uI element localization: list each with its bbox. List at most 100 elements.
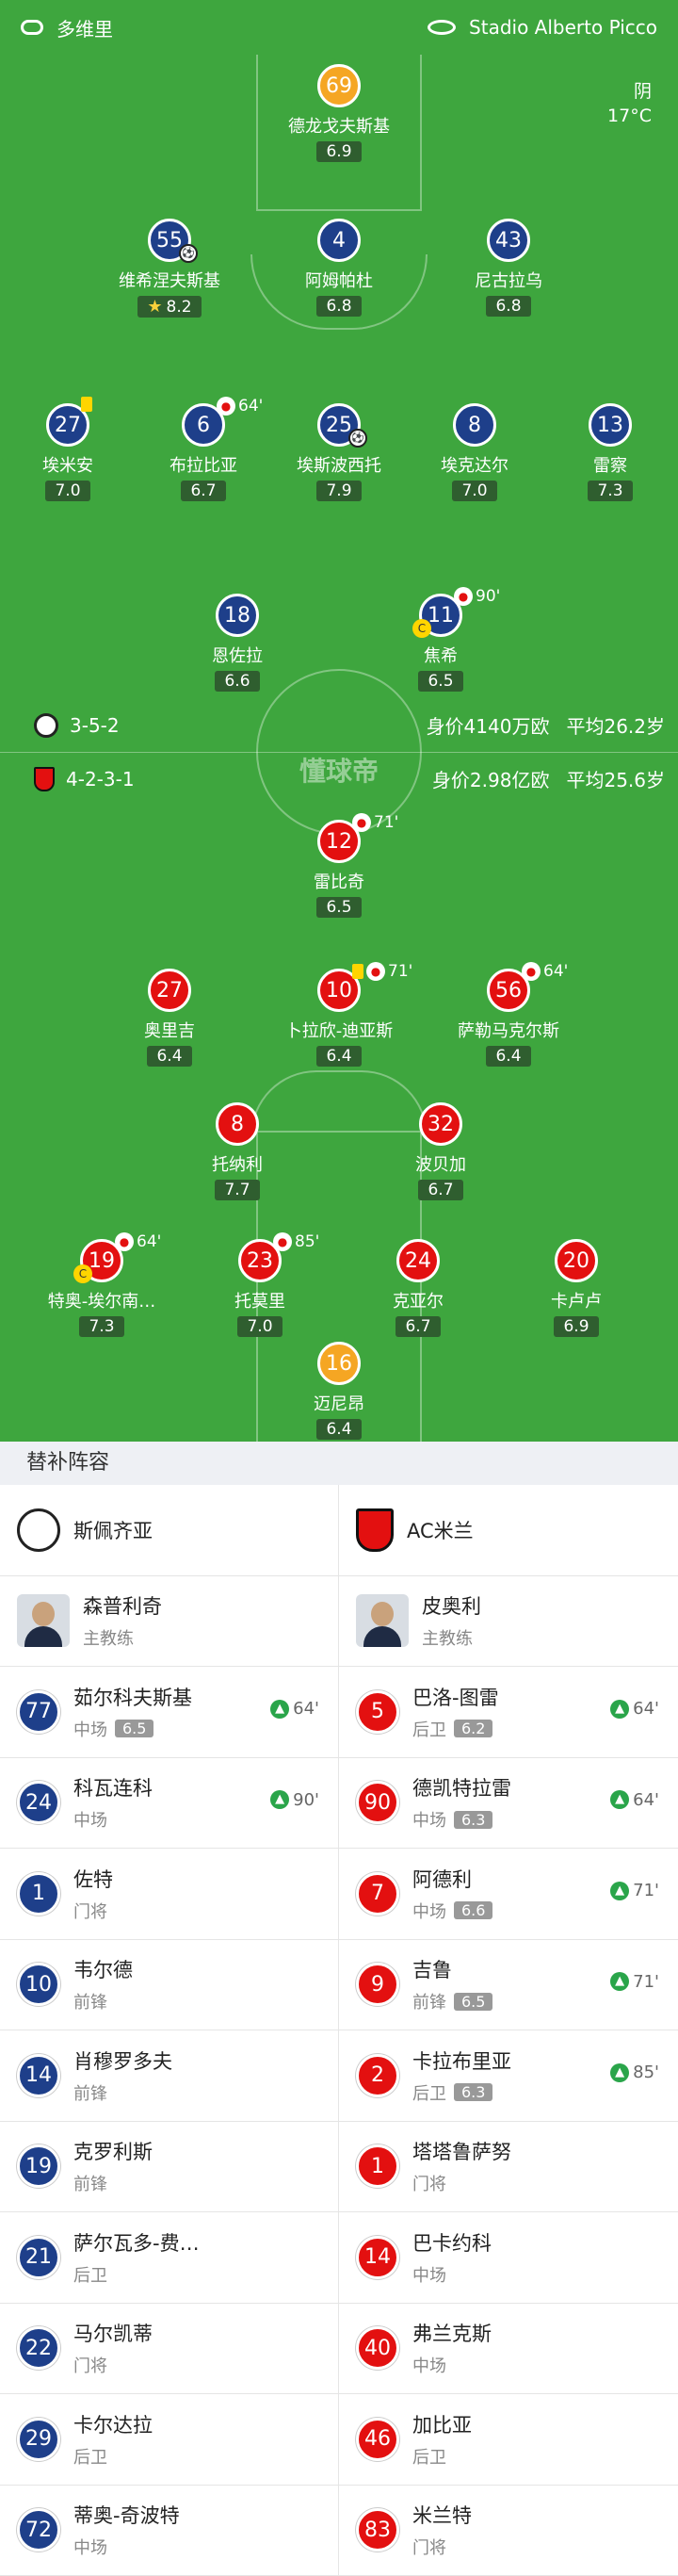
bench-player-position: 后卫 (73, 2262, 107, 2287)
bench-player-name: 萨尔瓦多-费… (73, 2228, 200, 2257)
home-coach-name: 森普利奇 (83, 1591, 162, 1620)
bench-player-rating: 6.5 (115, 1720, 153, 1737)
player-number: 25⚽ (317, 403, 361, 447)
home-team-summary: 3-5-2 身价4140万欧 平均26.2岁 (34, 711, 665, 739)
stadium-name: Stadio Alberto Picco (469, 16, 657, 39)
sub-in-time: 64' (293, 1699, 319, 1719)
sub-in-arrow-icon: ▲ (610, 1700, 629, 1719)
player-name: 埃克达尔 (441, 452, 508, 477)
player-name: 恩佐拉 (212, 643, 263, 667)
bench-player-position: 前锋 (412, 1989, 446, 2014)
player-rating: 7.0 (452, 481, 496, 501)
sub-out-time: 85' (295, 1232, 319, 1251)
bench-player-position: 门将 (73, 2353, 107, 2377)
bench-player-name: 卡拉布里亚 (412, 2046, 511, 2075)
home-team-cell[interactable]: 斯佩齐亚 (0, 1485, 339, 1576)
coach-avatar (17, 1594, 70, 1647)
player-events (81, 397, 92, 412)
weather: 阴 17°C (607, 79, 652, 128)
bench-player-number: 24 (17, 1781, 60, 1824)
sub-in-arrow-icon: ▲ (270, 1700, 289, 1719)
player-rating: 6.8 (486, 296, 530, 317)
bench-player-number: 22 (17, 2326, 60, 2370)
player-number: 55⚽ (148, 219, 191, 262)
bench-player-position: 中场 (412, 2262, 446, 2287)
sub-out-time: 64' (543, 962, 568, 981)
player-rating: 7.7 (215, 1180, 259, 1200)
player-rating: 6.9 (554, 1316, 598, 1337)
sub-out-icon: ● (273, 1232, 292, 1251)
player-name: 阿姆帕杜 (305, 268, 373, 292)
player-number: 32 (419, 1102, 462, 1146)
bench-player-rating: 6.3 (454, 2083, 492, 2101)
referee-name: 多维里 (56, 14, 113, 41)
bench-player[interactable]: 72 蒂奥-奇波特中场 (0, 2486, 339, 2576)
player-marker[interactable]: 55⚽维希涅夫斯基★8.2 (89, 219, 250, 318)
bench-player-name: 马尔凯蒂 (73, 2319, 153, 2347)
bench-player-name: 弗兰克斯 (412, 2319, 492, 2347)
player-number: 43 (487, 219, 530, 262)
weather-temp: 17°C (607, 104, 652, 128)
bench-player-position: 后卫 (73, 2444, 107, 2469)
away-team-cell[interactable]: AC米兰 (339, 1485, 678, 1576)
player-name: 卜拉欣-迪亚斯 (285, 1018, 394, 1042)
bench-player-number: 72 (17, 2508, 60, 2552)
player-rating: 7.0 (45, 481, 89, 501)
player-number: 23●85' (238, 1239, 282, 1282)
bench-player-rating: 6.2 (454, 1720, 492, 1737)
sub-out-time: 64' (137, 1232, 161, 1251)
bench-player-name: 佐特 (73, 1865, 113, 1893)
player-name: 焦希 (424, 643, 458, 667)
player-rating: 6.9 (316, 141, 361, 162)
home-formation: 3-5-2 (70, 714, 258, 737)
player-number: 12●71' (317, 820, 361, 863)
home-coach[interactable]: 森普利奇 主教练 (0, 1576, 339, 1668)
sub-out-icon: ● (366, 962, 385, 981)
sub-in: ▲71' (610, 1881, 659, 1900)
bench-player-number: 1 (17, 1872, 60, 1916)
away-coach[interactable]: 皮奥利 主教练 (339, 1576, 678, 1668)
bench-player[interactable]: 22 马尔凯蒂门将 (0, 2304, 339, 2395)
bench-player-name: 蒂奥-奇波特 (73, 2501, 180, 2529)
bench-player-name: 科瓦连科 (73, 1773, 153, 1802)
bench-player-position: 中场 (73, 2535, 107, 2559)
bench-player-number: 77 (17, 1690, 60, 1734)
